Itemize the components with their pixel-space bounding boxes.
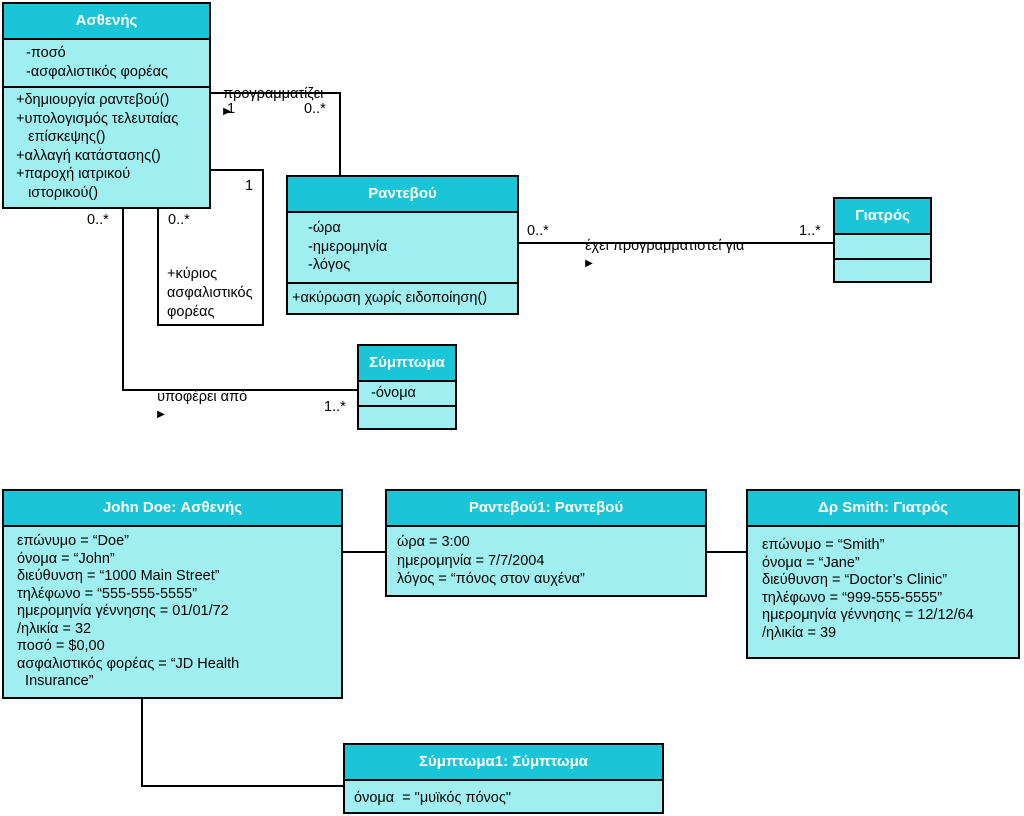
class-patient[interactable]: Ασθενής -ποσό -ασφαλιστικός φορέας +δημι… — [2, 2, 211, 209]
link-johndoe-symptom1 — [141, 698, 344, 787]
class-doctor-attributes — [835, 235, 930, 260]
assoc-label-text: προγραμματίζει — [223, 86, 324, 102]
object-john-doe-title: John Doe: Ασθενής — [4, 491, 341, 527]
assoc-label-text: υποφέρει από — [157, 389, 248, 405]
assoc-primary-insurer-line — [157, 169, 264, 326]
slot-value: όνομα = “Jane” — [762, 554, 860, 571]
slot-value: επώνυμο = “Doe” — [17, 533, 129, 549]
slot-value: /ηλικία = 32 — [17, 620, 92, 637]
operation: +αλλαγή κατάστασης() — [16, 147, 161, 164]
slot-value: Insurance” — [17, 673, 94, 689]
operation: +παροχή ιατρικού — [16, 166, 131, 182]
object-appointment1-title: Ραντεβού1: Ραντεβού — [387, 491, 705, 527]
attribute: -λόγος — [308, 257, 351, 273]
assoc-label-line: ασφαλιστικός — [167, 285, 253, 301]
assoc-label-line: +κύριος — [167, 266, 218, 282]
slot-value: ημερομηνία γέννησης = 01/01/72 — [17, 603, 229, 619]
object-dr-smith-title: Δρ Smith: Γιατρός — [748, 491, 1018, 527]
class-patient-operations: +δημιουργία ραντεβού() +υπολογισμός τελε… — [4, 88, 209, 202]
class-doctor[interactable]: Γιατρός — [833, 197, 932, 283]
direction-arrow-icon: ▶ — [223, 106, 231, 117]
attribute: -ασφαλιστικός φορέας — [26, 63, 169, 80]
object-appointment1[interactable]: Ραντεβού1: Ραντεβού ώρα = 3:00 ημερομηνί… — [385, 489, 707, 597]
assoc-primary-insurer-label: +κύριος ασφαλιστικός φορέας — [167, 265, 253, 322]
slot-value: ημερομηνία γέννησης = 12/12/64 — [762, 607, 974, 623]
mult-primary-insurer-one: 1 — [245, 178, 254, 194]
class-doctor-name: Γιατρός — [835, 199, 930, 235]
slot-value: λόγος = “πόνος στον αυχένα” — [397, 571, 585, 587]
assoc-label-text: έχει προγραμματιστεί για — [585, 238, 745, 254]
class-appointment-operations: +ακύρωση χωρίς ειδοποίηση() — [288, 284, 517, 308]
slot-value: διεύθυνση = “1000 Main Street” — [17, 568, 220, 584]
class-symptom[interactable]: Σύμπτωμα -όνομα — [357, 344, 457, 430]
attribute: -ποσό — [26, 45, 66, 61]
object-dr-smith-values: επώνυμο = “Smith” όνομα = “Jane” διεύθυν… — [748, 527, 1018, 642]
class-symptom-name: Σύμπτωμα — [359, 346, 455, 382]
slot-value: ασφαλιστικός φορέας = “JD Health — [17, 655, 240, 672]
class-patient-name: Ασθενής — [4, 4, 209, 40]
mult-schedules-appointment: 0..* — [304, 101, 326, 117]
mult-suffers-from-symptom: 1..* — [324, 399, 346, 415]
mult-suffers-from-patient: 0..* — [87, 212, 109, 228]
class-symptom-operations — [359, 407, 455, 429]
class-appointment-name: Ραντεβού — [288, 177, 517, 213]
class-doctor-operations — [835, 260, 930, 283]
assoc-scheduled-for-label: έχει προγραμματιστεί για ▶ — [577, 219, 744, 273]
operation: ιστορικού() — [16, 184, 99, 201]
assoc-label-line: φορέας — [167, 304, 215, 320]
attribute: -ημερομηνία — [308, 238, 388, 255]
operation: επίσκεψης() — [16, 129, 106, 145]
slot-value: όνομα = “John” — [17, 550, 115, 567]
slot-value: επώνυμο = “Smith” — [762, 537, 885, 553]
mult-schedules-patient: 1 — [227, 101, 236, 117]
slot-value: ποσό = $0,00 — [17, 638, 105, 654]
slot-value: διεύθυνση = “Doctor’s Clinic” — [762, 572, 948, 588]
object-john-doe-values: επώνυμο = “Doe” όνομα = “John” διεύθυνση… — [4, 527, 341, 691]
slot-value: τηλέφωνο = “555-555-5555” — [17, 585, 198, 602]
mult-primary-insurer-many: 0..* — [168, 212, 190, 228]
object-appointment1-values: ώρα = 3:00 ημερομηνία = 7/7/2004 λόγος =… — [387, 527, 705, 589]
mult-scheduled-for-doctor: 1..* — [799, 223, 821, 239]
assoc-schedules-line — [210, 92, 341, 177]
slot-value: ώρα = 3:00 — [397, 534, 470, 550]
object-symptom1[interactable]: Σύμπτωμα1: Σύμπτωμα όνομα = "μυϊκός πόνο… — [343, 743, 664, 814]
assoc-suffers-from-label: υποφέρει από ▶ — [149, 370, 247, 424]
object-symptom1-title: Σύμπτωμα1: Σύμπτωμα — [345, 745, 662, 781]
slot-value: ημερομηνία = 7/7/2004 — [397, 552, 545, 569]
operation: +δημιουργία ραντεβού() — [16, 92, 170, 108]
class-appointment[interactable]: Ραντεβού -ώρα -ημερομηνία -λόγος +ακύρωσ… — [286, 175, 519, 315]
object-dr-smith[interactable]: Δρ Smith: Γιατρός επώνυμο = “Smith” όνομ… — [746, 489, 1020, 659]
operation: +υπολογισμός τελευταίας — [16, 110, 179, 127]
object-symptom1-values: όνομα = "μυϊκός πόνος" — [345, 781, 662, 808]
class-appointment-attributes: -ώρα -ημερομηνία -λόγος — [288, 213, 517, 284]
assoc-suffers-from-line — [122, 208, 358, 391]
class-symptom-attributes: -όνομα — [359, 382, 455, 407]
slot-value: /ηλικία = 39 — [762, 624, 837, 641]
assoc-schedules-label: προγραμματίζει ▶ — [215, 67, 323, 121]
slot-value: όνομα = "μυϊκός πόνος" — [354, 790, 511, 806]
direction-arrow-icon: ▶ — [585, 258, 593, 269]
slot-value: τηλέφωνο = “999-555-5555” — [762, 589, 943, 606]
class-patient-attributes: -ποσό -ασφαλιστικός φορέας — [4, 40, 209, 88]
operation: +ακύρωση χωρίς ειδοποίηση() — [292, 289, 488, 306]
attribute: -ώρα — [308, 220, 341, 236]
mult-scheduled-for-appointment: 0..* — [527, 223, 549, 239]
object-john-doe[interactable]: John Doe: Ασθενής επώνυμο = “Doe” όνομα … — [2, 489, 343, 699]
direction-arrow-icon: ▶ — [157, 409, 165, 420]
attribute: -όνομα — [371, 385, 416, 401]
